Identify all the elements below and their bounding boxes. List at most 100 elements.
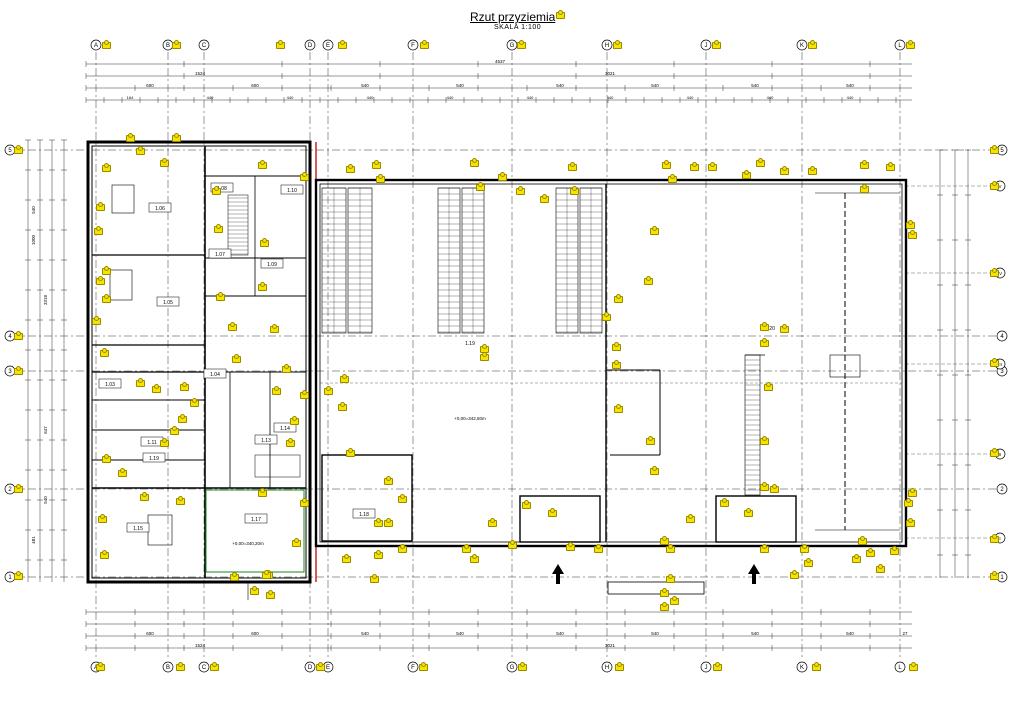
comment-note-icon[interactable] bbox=[96, 276, 105, 285]
comment-note-icon[interactable] bbox=[866, 548, 875, 557]
comment-note-icon[interactable] bbox=[476, 182, 485, 191]
comment-note-icon[interactable] bbox=[214, 224, 223, 233]
comment-note-icon[interactable] bbox=[136, 146, 145, 155]
comment-note-icon[interactable] bbox=[462, 544, 471, 553]
comment-note-icon[interactable] bbox=[292, 538, 301, 547]
comment-note-icon[interactable] bbox=[990, 145, 999, 154]
comment-note-icon[interactable] bbox=[230, 572, 239, 581]
comment-note-icon[interactable] bbox=[614, 294, 623, 303]
comment-note-icon[interactable] bbox=[508, 540, 517, 549]
comment-note-icon[interactable] bbox=[140, 492, 149, 501]
comment-note-icon[interactable] bbox=[102, 294, 111, 303]
comment-note-icon[interactable] bbox=[286, 438, 295, 447]
comment-note-icon[interactable] bbox=[470, 158, 479, 167]
comment-note-icon[interactable] bbox=[790, 570, 799, 579]
comment-note-icon[interactable] bbox=[172, 133, 181, 142]
comment-note-icon[interactable] bbox=[346, 448, 355, 457]
comment-note-icon[interactable] bbox=[384, 476, 393, 485]
comment-note-icon[interactable] bbox=[102, 40, 111, 49]
comment-note-icon[interactable] bbox=[594, 544, 603, 553]
comment-note-icon[interactable] bbox=[370, 574, 379, 583]
comment-note-icon[interactable] bbox=[94, 226, 103, 235]
comment-note-icon[interactable] bbox=[14, 366, 23, 375]
comment-note-icon[interactable] bbox=[14, 145, 23, 154]
comment-note-icon[interactable] bbox=[650, 466, 659, 475]
comment-note-icon[interactable] bbox=[780, 324, 789, 333]
comment-note-icon[interactable] bbox=[216, 292, 225, 301]
comment-note-icon[interactable] bbox=[858, 536, 867, 545]
comment-note-icon[interactable] bbox=[324, 386, 333, 395]
comment-note-icon[interactable] bbox=[712, 40, 721, 49]
comment-note-icon[interactable] bbox=[272, 386, 281, 395]
comment-note-icon[interactable] bbox=[212, 186, 221, 195]
comment-note-icon[interactable] bbox=[266, 590, 275, 599]
comment-note-icon[interactable] bbox=[228, 322, 237, 331]
comment-note-icon[interactable] bbox=[744, 508, 753, 517]
comment-note-icon[interactable] bbox=[300, 390, 309, 399]
comment-note-icon[interactable] bbox=[250, 586, 259, 595]
comment-note-icon[interactable] bbox=[770, 484, 779, 493]
comment-note-icon[interactable] bbox=[178, 414, 187, 423]
comment-note-icon[interactable] bbox=[152, 384, 161, 393]
comment-note-icon[interactable] bbox=[660, 536, 669, 545]
comment-note-icon[interactable] bbox=[176, 662, 185, 671]
comment-note-icon[interactable] bbox=[232, 354, 241, 363]
comment-note-icon[interactable] bbox=[742, 170, 751, 179]
comment-note-icon[interactable] bbox=[566, 542, 575, 551]
comment-note-icon[interactable] bbox=[646, 436, 655, 445]
comment-note-icon[interactable] bbox=[118, 468, 127, 477]
comment-note-icon[interactable] bbox=[398, 544, 407, 553]
comment-note-icon[interactable] bbox=[160, 438, 169, 447]
comment-note-icon[interactable] bbox=[376, 174, 385, 183]
comment-note-icon[interactable] bbox=[556, 10, 565, 19]
comment-note-icon[interactable] bbox=[756, 158, 765, 167]
comment-note-icon[interactable] bbox=[488, 518, 497, 527]
comment-note-icon[interactable] bbox=[570, 186, 579, 195]
comment-note-icon[interactable] bbox=[522, 500, 531, 509]
comment-note-icon[interactable] bbox=[860, 184, 869, 193]
comment-note-icon[interactable] bbox=[660, 588, 669, 597]
comment-note-icon[interactable] bbox=[876, 564, 885, 573]
comment-note-icon[interactable] bbox=[906, 40, 915, 49]
comment-note-icon[interactable] bbox=[760, 544, 769, 553]
comment-note-icon[interactable] bbox=[613, 40, 622, 49]
comment-note-icon[interactable] bbox=[612, 360, 621, 369]
comment-note-icon[interactable] bbox=[708, 162, 717, 171]
comment-note-icon[interactable] bbox=[316, 662, 325, 671]
comment-note-icon[interactable] bbox=[300, 172, 309, 181]
comment-note-icon[interactable] bbox=[338, 402, 347, 411]
comment-note-icon[interactable] bbox=[419, 662, 428, 671]
comment-note-icon[interactable] bbox=[906, 518, 915, 527]
comment-note-icon[interactable] bbox=[160, 158, 169, 167]
comment-note-icon[interactable] bbox=[420, 40, 429, 49]
comment-note-icon[interactable] bbox=[480, 352, 489, 361]
comment-note-icon[interactable] bbox=[516, 186, 525, 195]
comment-note-icon[interactable] bbox=[100, 550, 109, 559]
comment-note-icon[interactable] bbox=[990, 181, 999, 190]
comment-note-icon[interactable] bbox=[170, 426, 179, 435]
comment-note-icon[interactable] bbox=[890, 546, 899, 555]
comment-note-icon[interactable] bbox=[518, 662, 527, 671]
comment-note-icon[interactable] bbox=[14, 571, 23, 580]
comment-note-icon[interactable] bbox=[904, 498, 913, 507]
comment-note-icon[interactable] bbox=[990, 571, 999, 580]
comment-note-icon[interactable] bbox=[100, 348, 109, 357]
comment-note-icon[interactable] bbox=[180, 382, 189, 391]
comment-note-icon[interactable] bbox=[282, 364, 291, 373]
comment-note-icon[interactable] bbox=[760, 322, 769, 331]
comment-note-icon[interactable] bbox=[14, 331, 23, 340]
comment-note-icon[interactable] bbox=[720, 498, 729, 507]
comment-note-icon[interactable] bbox=[650, 226, 659, 235]
comment-note-icon[interactable] bbox=[346, 164, 355, 173]
comment-note-icon[interactable] bbox=[102, 266, 111, 275]
comment-note-icon[interactable] bbox=[102, 454, 111, 463]
comment-note-icon[interactable] bbox=[176, 496, 185, 505]
comment-note-icon[interactable] bbox=[780, 166, 789, 175]
comment-note-icon[interactable] bbox=[990, 534, 999, 543]
comment-note-icon[interactable] bbox=[908, 230, 917, 239]
comment-note-icon[interactable] bbox=[852, 554, 861, 563]
comment-note-icon[interactable] bbox=[102, 163, 111, 172]
comment-note-icon[interactable] bbox=[568, 162, 577, 171]
comment-note-icon[interactable] bbox=[886, 162, 895, 171]
comment-note-icon[interactable] bbox=[764, 382, 773, 391]
